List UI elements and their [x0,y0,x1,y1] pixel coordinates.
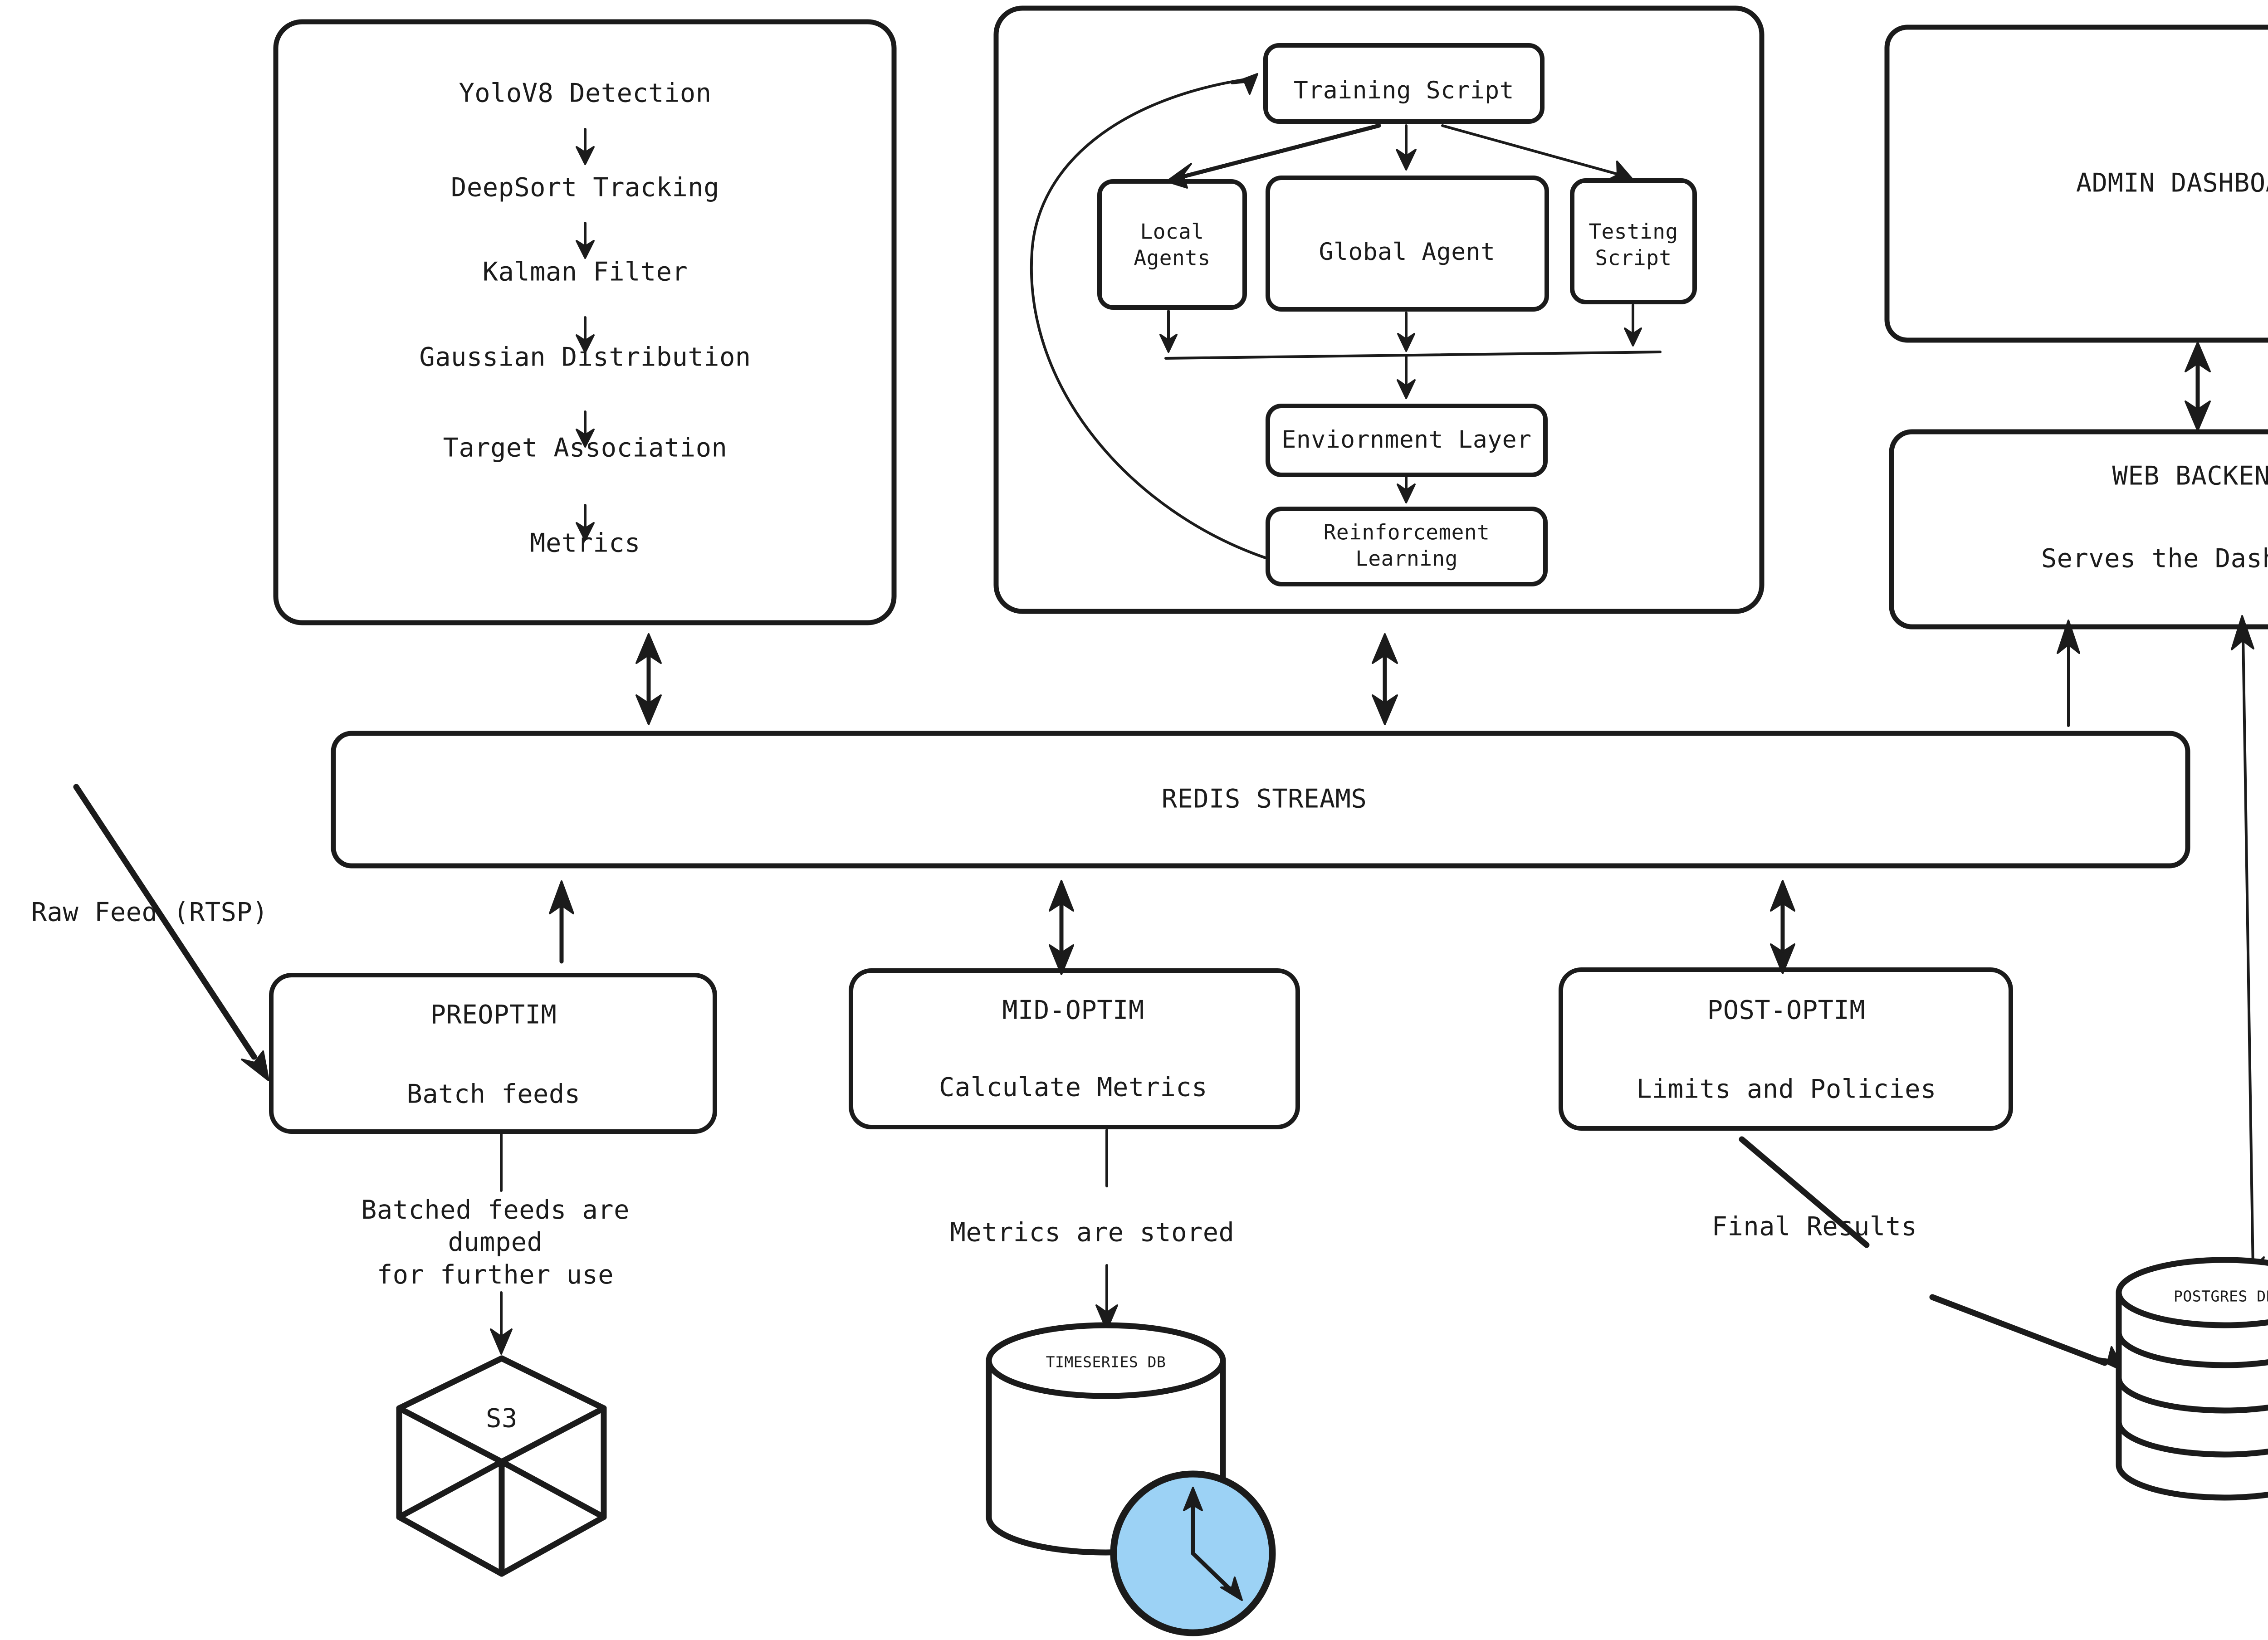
final-results-label: Final Results [1711,1211,1917,1242]
preoptim-to-redis-arrow [549,880,574,964]
midoptim-subtitle: Calculate Metrics [939,1072,1207,1103]
cv-to-redis-arrow [635,633,662,725]
node-reinforcement-learning[interactable] [1266,507,1548,586]
training-script-label: Training Script [1293,76,1515,104]
midoptim-box[interactable] [849,968,1300,1129]
reinforcement-learning-label: Reinforcement Learning [1323,520,1490,571]
midoptim-to-tsdb-arrow [1095,1129,1118,1331]
web-backend-title: WEB BACKEND [2112,461,2268,491]
preoptim-subtitle: Batch feeds [406,1079,581,1109]
cv-pipeline-arrows [576,128,595,541]
rl-merge-rail [1159,304,1662,399]
local-agents-label: Local Agents [1134,219,1211,270]
timeseries-db-label: TIMESERIES DB [1046,1353,1166,1371]
web-backend-subtitle: Serves the Dashboard [2041,543,2268,574]
postoptim-subtitle: Limits and Policies [1636,1074,1936,1104]
raw-feed-label: Raw Feed (RTSP) [31,897,269,927]
environment-layer-label: Enviornment Layer [1281,425,1532,454]
training-to-local-arrow [1166,123,1381,189]
postoptim-to-postgres-arrow [1739,1136,2126,1372]
node-testing-script[interactable] [1570,178,1697,304]
cv-step-1: DeepSort Tracking [451,172,719,203]
web-backend-box[interactable] [1889,429,2268,630]
raw-feed-arrow [73,784,269,1081]
postgres-db-cylinder[interactable] [2116,1257,2268,1501]
env-to-rl-arrow [1397,473,1416,503]
midoptim-to-redis-arrow [1049,880,1074,975]
postoptim-to-redis-arrow [1770,880,1795,974]
cv-step-2: Kalman Filter [482,257,688,287]
node-training-script[interactable] [1263,43,1545,124]
preoptim-title: PREOPTIM [430,1000,557,1030]
redis-streams-label: REDIS STREAMS [1161,784,1367,814]
testing-script-label: Testing Script [1589,219,1678,270]
s3-label: S3 [486,1403,518,1434]
s3-cube[interactable] [396,1355,607,1577]
timeseries-db-cylinder[interactable] [986,1322,1276,1636]
batched-feeds-label: Batched feeds are dumped for further use [361,1195,630,1290]
preoptim-to-s3-arrow [490,1132,513,1355]
postoptim-title: POST-OPTIM [1707,995,1866,1025]
training-to-testing-arrow [1441,124,1633,182]
metrics-stored-label: Metrics are stored [950,1217,1235,1248]
postoptim-box[interactable] [1559,967,2013,1131]
preoptim-box[interactable] [269,973,717,1134]
postgres-to-backend-arrow [2231,615,2265,1291]
rl-feedback-curve [1030,73,1267,559]
admin-dashboard-label: ADMIN DASHBOARD [2076,168,2268,198]
midoptim-title: MID-OPTIM [1002,995,1144,1025]
postgres-db-label: POSTGRES DB [2173,1287,2268,1305]
cv-step-4: Target Association [443,433,728,463]
cv-step-5: Metrics [530,528,640,558]
rl-to-redis-arrow [1372,633,1398,725]
cv-step-3: Gaussian Distribution [419,342,751,372]
node-global-agent[interactable] [1266,176,1549,312]
admin-dashboard-box[interactable] [1884,24,2268,343]
training-to-global-arrow [1396,124,1417,171]
global-agent-label: Global Agent [1319,238,1496,266]
redis-to-backend-arrow [2057,620,2080,727]
backend-to-admin-arrow [2185,342,2211,431]
redis-streams-bar[interactable] [331,731,2190,869]
cv-step-0: YoloV8 Detection [459,78,712,108]
